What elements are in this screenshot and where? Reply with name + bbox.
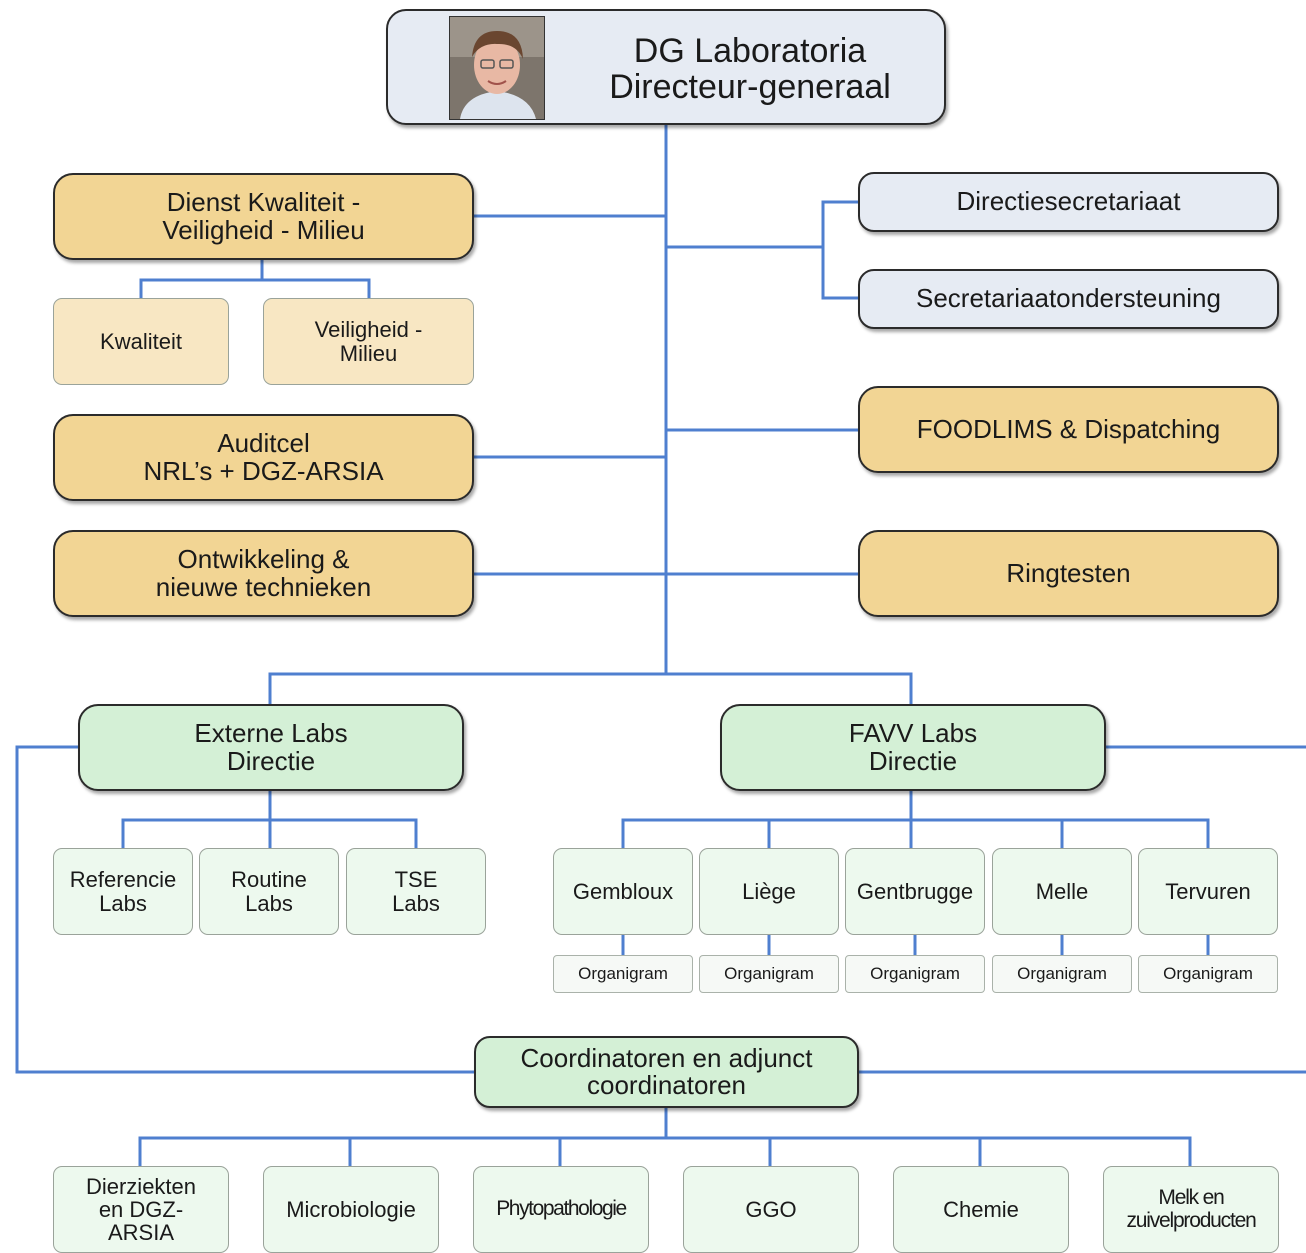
- area-ggo-box[interactable]: GGO: [683, 1166, 859, 1253]
- organigram-label: Organigram: [1017, 964, 1107, 984]
- lab-line-1: Routine: [231, 867, 307, 893]
- lab-gentbrugge-box[interactable]: Gentbrugge: [845, 848, 985, 935]
- area-line: ARSIA: [107, 1220, 175, 1246]
- lab-name: Gembloux: [572, 878, 674, 904]
- area-microbiologie-box[interactable]: Microbiologie: [263, 1166, 439, 1253]
- ontwikkeling-line-1: Ontwikkeling &: [177, 544, 350, 575]
- area-phytopathologie-box[interactable]: Phytopathologie: [473, 1166, 649, 1253]
- secretariaatondersteuning-box[interactable]: Secretariaatondersteuning: [858, 269, 1279, 329]
- externe-labs-directie-box[interactable]: Externe Labs Directie: [78, 704, 464, 791]
- directiesecretariaat-box[interactable]: Directiesecretariaat: [858, 172, 1279, 232]
- veiligheid-line-1: Veiligheid -: [314, 317, 423, 343]
- title-line-1: DG Laboratoria: [633, 32, 867, 70]
- kwaliteit-label: Kwaliteit: [100, 328, 182, 354]
- foodlims-label: FOODLIMS & Dispatching: [916, 413, 1221, 444]
- lab-name: Tervuren: [1165, 878, 1251, 904]
- organigram-label: Organigram: [1163, 964, 1253, 984]
- routine-labs-box[interactable]: Routine Labs: [199, 848, 339, 935]
- lab-line-2: Labs: [392, 890, 440, 916]
- lab-gembloux-box[interactable]: Gembloux: [553, 848, 693, 935]
- area-line: Microbiologie: [286, 1196, 416, 1222]
- secretariaatondersteuning-label: Secretariaatondersteuning: [916, 283, 1221, 314]
- externe-line-2: Directie: [226, 745, 316, 776]
- favv-labs-directie-box[interactable]: FAVV Labs Directie: [720, 704, 1106, 791]
- area-line: Phytopathologie: [496, 1197, 627, 1221]
- lab-liege-box[interactable]: Liège: [699, 848, 839, 935]
- area-line: Chemie: [943, 1196, 1019, 1222]
- title-line-2: Directeur-generaal: [609, 67, 891, 106]
- auditcel-line-1: Auditcel: [217, 428, 310, 459]
- lab-name: Gentbrugge: [856, 878, 974, 904]
- referencie-labs-box[interactable]: Referencie Labs: [53, 848, 193, 935]
- ringtesten-label: Ringtesten: [1006, 557, 1131, 588]
- veiligheid-line-2: Milieu: [339, 340, 398, 366]
- lab-melle-box[interactable]: Melle: [992, 848, 1132, 935]
- organigram-label: Organigram: [870, 964, 960, 984]
- area-line: zuivelproducten: [1126, 1208, 1256, 1232]
- foodlims-box[interactable]: FOODLIMS & Dispatching: [858, 386, 1279, 473]
- auditcel-line-2: NRL’s + DGZ-ARSIA: [143, 455, 384, 486]
- coordinatoren-line-2: coordinatoren: [587, 1070, 746, 1100]
- veiligheid-milieu-box[interactable]: Veiligheid - Milieu: [263, 298, 474, 385]
- area-line: en DGZ-: [98, 1196, 184, 1222]
- organigram-liege-link[interactable]: Organigram: [699, 955, 839, 993]
- lab-tervuren-box[interactable]: Tervuren: [1138, 848, 1278, 935]
- dienst-kwaliteit-line-2: Veiligheid - Milieu: [162, 214, 365, 245]
- organigram-tervuren-link[interactable]: Organigram: [1138, 955, 1278, 993]
- dienst-kwaliteit-box[interactable]: Dienst Kwaliteit - Veiligheid - Milieu: [53, 173, 474, 260]
- auditcel-box[interactable]: Auditcel NRL’s + DGZ-ARSIA: [53, 414, 474, 501]
- area-line: GGO: [745, 1196, 797, 1222]
- directiesecretariaat-label: Directiesecretariaat: [956, 186, 1181, 217]
- lab-name: Liège: [742, 878, 796, 904]
- lab-line-2: Labs: [99, 890, 147, 916]
- organigram-label: Organigram: [578, 964, 668, 984]
- organigram-label: Organigram: [724, 964, 814, 984]
- area-melk-box[interactable]: Melk en zuivelproducten: [1103, 1166, 1279, 1253]
- coordinatoren-box[interactable]: Coordinatoren en adjunct coordinatoren: [474, 1036, 859, 1108]
- lab-name: Melle: [1035, 878, 1089, 904]
- area-chemie-box[interactable]: Chemie: [893, 1166, 1069, 1253]
- coordinatoren-line-1: Coordinatoren en adjunct: [520, 1042, 813, 1073]
- dienst-kwaliteit-line-1: Dienst Kwaliteit -: [166, 187, 361, 218]
- ontwikkeling-line-2: nieuwe technieken: [155, 571, 372, 602]
- favv-line-2: Directie: [868, 745, 958, 776]
- tse-labs-box[interactable]: TSE Labs: [346, 848, 486, 935]
- director-photo: [449, 16, 545, 120]
- area-dierziekten-box[interactable]: Dierziekten en DGZ- ARSIA: [53, 1166, 229, 1253]
- area-line: Melk en: [1158, 1186, 1224, 1210]
- ringtesten-box[interactable]: Ringtesten: [858, 530, 1279, 617]
- ontwikkeling-box[interactable]: Ontwikkeling & nieuwe technieken: [53, 530, 474, 617]
- organigram-melle-link[interactable]: Organigram: [992, 955, 1132, 993]
- organigram-gentbrugge-link[interactable]: Organigram: [845, 955, 985, 993]
- externe-line-1: Externe Labs: [194, 718, 348, 749]
- dg-laboratoria-title: DG Laboratoria Directeur-generaal: [560, 32, 940, 106]
- favv-line-1: FAVV Labs: [848, 718, 978, 749]
- organigram-gembloux-link[interactable]: Organigram: [553, 955, 693, 993]
- lab-line-2: Labs: [245, 890, 293, 916]
- kwaliteit-box[interactable]: Kwaliteit: [53, 298, 229, 385]
- lab-line-1: Referencie: [69, 867, 177, 893]
- area-line: Dierziekten: [85, 1173, 197, 1199]
- lab-line-1: TSE: [394, 867, 438, 893]
